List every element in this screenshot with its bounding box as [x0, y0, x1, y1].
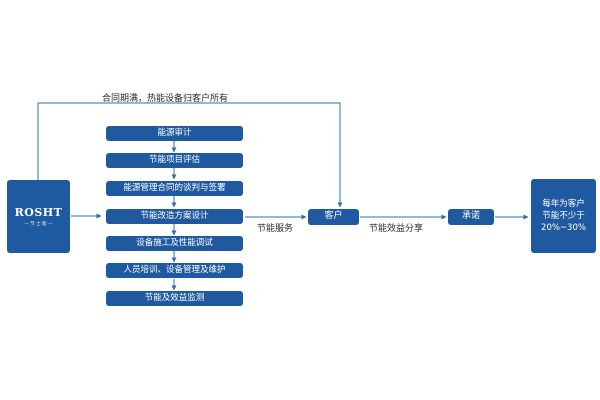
step-contract-negotiation: 能源管理合同的谈判与签署: [106, 181, 243, 196]
company-logo: ROSHT — 节 士 能 —: [7, 180, 70, 253]
return-line-label: 合同期满，热能设备归客户所有: [102, 94, 229, 104]
benefit-box: 每年为客户 节能不少于 20%~30%: [531, 179, 596, 253]
return-line: [37, 102, 343, 208]
step-retrofit-design: 节能改造方案设计: [106, 209, 243, 224]
benefit-line-1: 每年为客户: [542, 198, 585, 209]
step-installation-commissioning: 设备施工及性能调试: [106, 236, 243, 251]
benefit-line-2: 节能不少于: [542, 210, 585, 221]
share-label: 节能效益分享: [369, 224, 424, 234]
step-training-maintenance: 人员培训、设备管理及维护: [106, 263, 243, 278]
step-energy-audit: 能源审计: [106, 126, 243, 141]
promise-box: 承诺: [448, 209, 494, 225]
logo-subtitle: — 节 士 能 —: [24, 221, 53, 227]
benefit-line-3: 20%~30%: [541, 223, 586, 234]
step-monitoring: 节能及效益监测: [106, 291, 243, 306]
customer-box: 客户: [308, 209, 359, 225]
step-project-assessment: 节能项目评估: [106, 153, 243, 168]
logo-wordmark: ROSHT: [14, 205, 63, 219]
service-label: 节能服务: [257, 224, 294, 234]
